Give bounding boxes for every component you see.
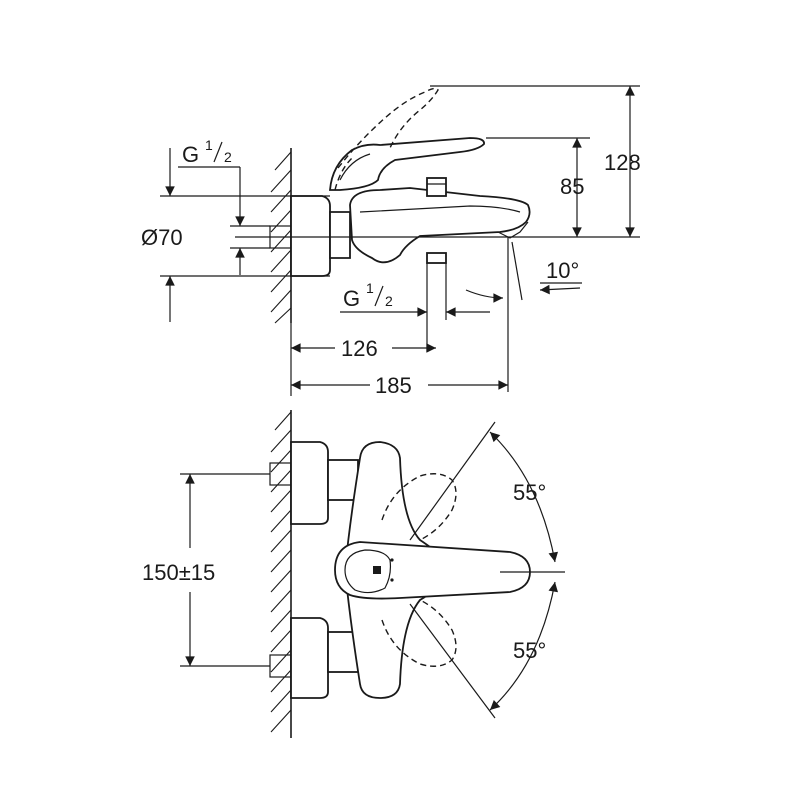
dim-thread-top: G 1 2	[178, 137, 270, 275]
inlet-spacing-label: 150±15	[142, 560, 215, 585]
dim-128-label: 128	[604, 150, 641, 175]
wall-top	[270, 148, 292, 324]
dim-128: 128	[430, 85, 641, 237]
dim-185: 185	[291, 373, 508, 398]
thread-top-sup: 1	[205, 137, 213, 153]
dim-inlet-spacing: 150±15	[142, 473, 270, 667]
inlet-upper	[269, 441, 359, 525]
side-view: 128 85 Ø70 G 1 2	[141, 85, 641, 398]
angle-upper-label: 55°	[513, 480, 546, 505]
dim-angle-10: 10°	[465, 237, 582, 392]
dim-angle-10-label: 10°	[546, 258, 579, 283]
mixer-body-side	[269, 87, 531, 277]
front-view: 55° 55° 150±15	[142, 410, 565, 738]
thread-top-G: G	[182, 142, 199, 167]
indicator-icon	[373, 566, 381, 574]
thread-top-sub: 2	[224, 149, 232, 165]
dim-thread-bottom: G 1 2	[340, 263, 490, 352]
handle-rotated-up	[381, 473, 457, 541]
dim-126-label: 126	[341, 336, 378, 361]
dim-185-label: 185	[375, 373, 412, 398]
angle-arcs: 55° 55°	[409, 421, 558, 719]
wall-bottom	[270, 410, 292, 738]
thread-bottom-G: G	[343, 286, 360, 311]
thread-bottom-sup: 1	[366, 280, 374, 296]
dim-85-label: 85	[560, 174, 584, 199]
dim-85: 85	[486, 137, 590, 237]
dim-diameter-label: Ø70	[141, 225, 183, 250]
dim-diameter: Ø70	[141, 148, 330, 322]
angle-lower-label: 55°	[513, 638, 546, 663]
thread-bottom-sub: 2	[385, 293, 393, 309]
